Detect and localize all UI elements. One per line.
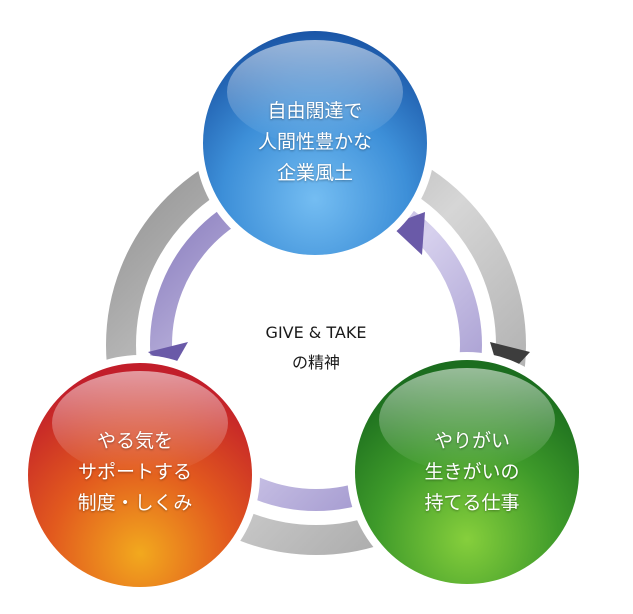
node-top-label-line: 企業風土 <box>276 162 353 184</box>
node-right <box>347 352 587 592</box>
node-top-label-line: 自由闊達で <box>267 100 363 122</box>
center-label: GIVE & TAKE の精神 <box>216 318 416 378</box>
node-right-label-line: やりがい <box>433 430 510 452</box>
node-right-label: やりがい 生きがいの 持てる仕事 <box>392 426 552 519</box>
node-left-label-line: サポートする <box>77 461 192 483</box>
node-top-label: 自由闊達で 人間性豊かな 企業風土 <box>215 96 415 189</box>
node-right-label-line: 持てる仕事 <box>424 492 520 514</box>
arrow-head-left-inner <box>148 342 188 370</box>
node-left-label-line: やる気を <box>96 430 173 452</box>
node-top-label-line: 人間性豊かな <box>257 131 372 153</box>
node-left <box>20 355 260 595</box>
node-top <box>195 23 435 263</box>
center-label-line1: GIVE & TAKE <box>265 323 367 342</box>
node-left-label: やる気を サポートする 制度・しくみ <box>55 426 215 519</box>
center-label-line2: の精神 <box>291 353 340 372</box>
node-right-label-line: 生きがいの <box>424 461 520 483</box>
node-left-label-line: 制度・しくみ <box>77 492 193 514</box>
